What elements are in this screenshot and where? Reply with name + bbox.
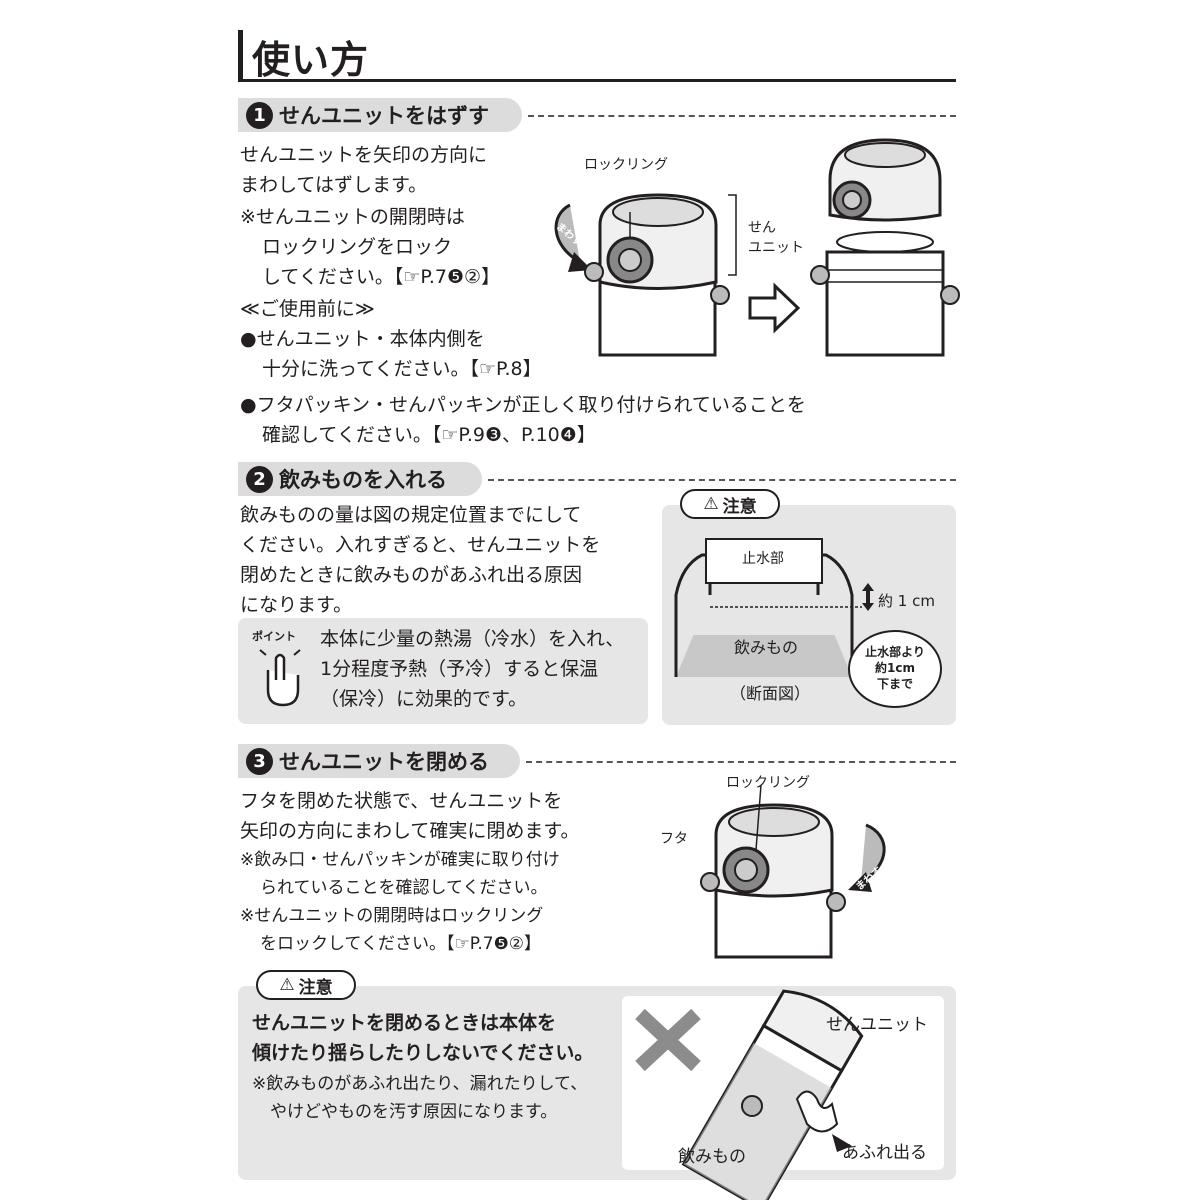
step2-divider	[488, 479, 956, 481]
step1-bullet1: ●せんユニット・本体内側を 十分に洗ってください。【☞P.8】	[240, 328, 542, 380]
step3-number: 3	[246, 747, 273, 775]
step3-text: フタを閉めた状態で、せんユニットを 矢印の方向にまわして確実に閉めます。	[240, 790, 580, 842]
step2-text: 飲みものの量は図の規定位置までにして ください。入れすぎると、せんユニットを 閉…	[240, 504, 601, 616]
drink-label-2: 飲みもの	[678, 1147, 746, 1167]
step2-heading-text: 飲みものを入れる	[279, 468, 447, 492]
step1-divider	[528, 115, 956, 117]
step3-note: ※飲み口・せんパッキンが確実に取り付け られていることを確認してください。 ※せ…	[240, 850, 560, 954]
lock-ring-label-2: ロックリング	[726, 775, 810, 791]
warning-icon: ⚠	[279, 975, 295, 995]
stop-label: 止水部	[742, 551, 784, 567]
drink-label-1: 飲みもの	[734, 638, 799, 657]
before-use-heading: ≪ご使用前に≫	[240, 298, 375, 320]
lid-label: フタ	[660, 831, 688, 847]
caution1-badge: ⚠ 注意	[680, 489, 780, 519]
caution2-note: ※飲みものがあふれ出たり、漏れたりして、 やけどやものを汚す原因になります。	[252, 1074, 588, 1122]
point-hand-icon	[259, 649, 301, 707]
unit-label-1: せん ユニット	[748, 220, 804, 256]
step1-text: せんユニットを矢印の方向に まわしてはずします。	[240, 144, 488, 196]
section-label: （断面図）	[730, 684, 811, 703]
title-rule	[238, 30, 956, 82]
caution2-badge: ⚠ 注意	[256, 970, 356, 1000]
one-cm-label: 約 1 cm	[878, 592, 935, 610]
step2-number: 2	[246, 465, 273, 493]
point-panel	[238, 618, 648, 724]
step1-bullet2: ●フタパッキン・せんパッキンが正しく取り付けられていることを 確認してください。…	[240, 394, 806, 446]
step3-illustration	[700, 784, 886, 959]
step1-illustration	[554, 138, 960, 357]
up-down-arrow-icon	[862, 583, 874, 611]
point-text: 本体に少量の熱湯（冷水）を入れ、 1分程度予熱（予冷）すると保温 （保冷）に効果…	[320, 628, 625, 710]
point-label: ポイント	[252, 630, 296, 643]
step3-heading-text: せんユニットを閉める	[279, 750, 489, 774]
tilt-illustration	[635, 989, 864, 1200]
page-title: 使い方	[252, 38, 370, 82]
step3-heading: 3 せんユニットを閉める	[238, 744, 520, 778]
step3-divider	[526, 761, 956, 763]
cross-section-diagram	[674, 538, 862, 677]
warning-icon: ⚠	[703, 494, 719, 514]
step1-note: ※せんユニットの開閉時は ロックリングをロック してください。【☞P.7❺②】	[240, 206, 501, 288]
step1-number: 1	[246, 101, 273, 129]
step1-heading: 1 せんユニットをはずす	[238, 98, 522, 132]
overflow-label: あふれ出る	[842, 1143, 927, 1163]
caution2-bold-text: せんユニットを閉めるときは本体を 傾けたり揺らしたりしないでください。	[252, 1012, 594, 1064]
stop-bubble: 止水部より 約1cm 下まで	[848, 630, 942, 708]
unit-label-2: せんユニット	[826, 1015, 928, 1035]
step2-heading: 2 飲みものを入れる	[238, 462, 482, 496]
step1-heading-text: せんユニットをはずす	[279, 104, 489, 128]
lock-ring-label-1: ロックリング	[584, 157, 668, 173]
